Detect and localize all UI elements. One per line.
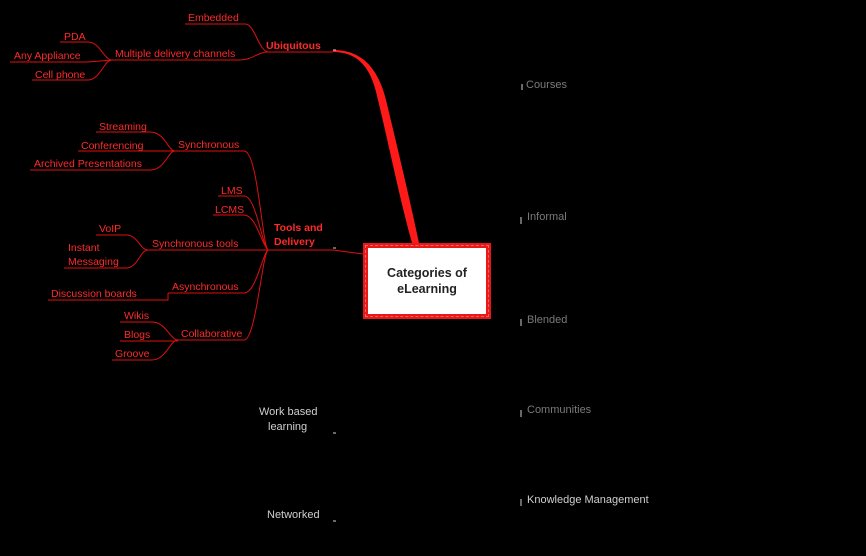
branch-tools: [332, 249, 364, 255]
work-based-label-line2: learning: [268, 421, 307, 433]
voip-label: VoIP: [99, 223, 121, 235]
branch-ubiquitous: [333, 50, 419, 243]
asynchronous-label: Asynchronous: [172, 281, 239, 293]
lms-label: LMS: [221, 185, 243, 197]
blogs-label: Blogs: [124, 329, 150, 341]
networked-label: Networked: [267, 509, 320, 521]
tools-label-line2: Delivery: [274, 236, 315, 248]
synchronous-label: Synchronous: [178, 139, 239, 151]
km-label: Knowledge Management: [527, 494, 649, 506]
sync-tools-label: Synchronous tools: [152, 238, 238, 250]
im-label-line1: Instant: [68, 242, 100, 254]
wikis-label: Wikis: [124, 310, 149, 322]
ubiquitous-label: Ubiquitous: [266, 40, 321, 52]
pda-label: PDA: [64, 31, 86, 43]
conferencing-label: Conferencing: [81, 140, 144, 152]
central-topic-title: Categories of eLearning: [387, 266, 467, 296]
informal-label: Informal: [527, 211, 567, 223]
blended-label: Blended: [527, 314, 567, 326]
lcms-label: LCMS: [215, 204, 244, 216]
im-label-line2: Messaging: [68, 256, 119, 268]
tools-label-line1: Tools and: [274, 222, 323, 234]
work-based-label-line1: Work based: [259, 406, 318, 418]
ubiquitous-connectors: [10, 23, 333, 81]
node-ticks: [333, 49, 523, 522]
tools-connectors: [30, 131, 333, 361]
collaborative-label: Collaborative: [181, 328, 242, 340]
groove-label: Groove: [115, 348, 150, 360]
streaming-label: Streaming: [99, 121, 147, 133]
multiple-delivery-label: Multiple delivery channels: [115, 48, 235, 60]
communities-label: Communities: [527, 404, 592, 416]
embedded-label: Embedded: [188, 12, 239, 24]
discussion-label: Discussion boards: [51, 288, 137, 300]
cell-phone-label: Cell phone: [35, 69, 85, 81]
any-appliance-label: Any Appliance: [14, 50, 81, 62]
courses-label: Courses: [526, 79, 567, 91]
archived-label: Archived Presentations: [34, 158, 142, 170]
central-topic[interactable]: Categories of eLearning: [363, 243, 491, 319]
